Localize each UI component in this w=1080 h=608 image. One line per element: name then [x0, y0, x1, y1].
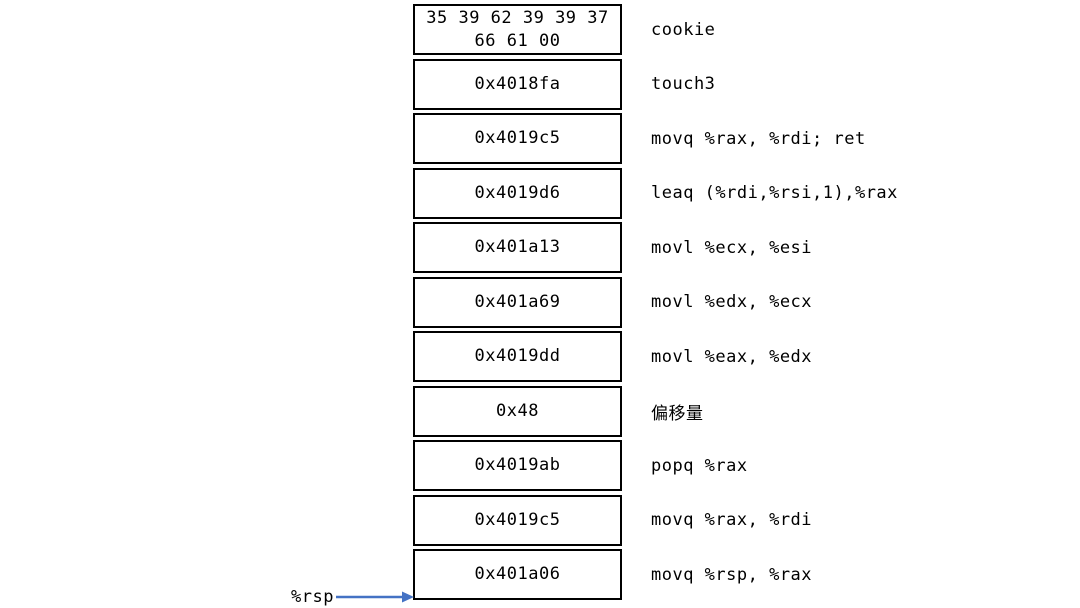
row-label: movl %ecx, %esi — [651, 237, 813, 258]
row-label: touch3 — [651, 74, 716, 94]
stack-cell-value: 0x4019d6 — [474, 182, 561, 203]
rsp-arrow-icon — [335, 591, 414, 603]
row-label: movq %rax, %rdi — [651, 510, 813, 530]
stack-cell: 0x401a06 — [413, 549, 622, 600]
stack-row: 0x4019dd movl %eax, %edx — [413, 331, 898, 382]
stack-cell-value: 0x401a06 — [474, 564, 561, 585]
row-label: 偏移量 — [651, 403, 704, 424]
stack-row: 0x4019ab popq %rax — [413, 440, 898, 491]
stack-row: 0x4018fa touch3 — [413, 58, 898, 110]
stack-row: 0x4019c5 movq %rax, %rdi — [413, 494, 898, 546]
stack-cell: 0x4019d6 — [413, 167, 622, 219]
stack-cell: 0x4019dd — [413, 331, 622, 382]
stack-row: 0x401a13 movl %ecx, %esi — [413, 222, 898, 273]
row-label: cookie — [651, 19, 716, 40]
row-label: movq %rax, %rdi; ret — [651, 128, 866, 149]
stack-cell: 0x4019ab — [413, 440, 622, 491]
row-label: leaq (%rdi,%rsi,1),%rax — [651, 183, 898, 203]
stack-cell-value: 0x401a69 — [474, 291, 561, 312]
stack-row: 0x4019d6 leaq (%rdi,%rsi,1),%rax — [413, 167, 898, 219]
stack-cell: 0x401a13 — [413, 222, 622, 273]
stack-cell: 0x4018fa — [413, 58, 622, 110]
stack-cell-value: 35 39 62 39 39 37 66 61 00 — [426, 7, 609, 51]
stack-cell-value: 0x4019c5 — [474, 128, 561, 149]
stack-row: 0x401a69 movl %edx, %ecx — [413, 276, 898, 328]
row-label: movl %eax, %edx — [651, 346, 813, 367]
stack-cell: 0x4019c5 — [413, 494, 622, 546]
row-label: popq %rax — [651, 455, 748, 476]
rsp-pointer: %rsp — [291, 585, 414, 608]
stack-row: 35 39 62 39 39 37 66 61 00 cookie — [413, 4, 898, 55]
stack-cell-value: 0x4019ab — [474, 455, 561, 476]
row-label: movq %rsp, %rax — [651, 564, 813, 585]
stack-cell-value: 0x48 — [496, 400, 539, 421]
stack-cell-value: 0x4019dd — [474, 346, 561, 367]
row-label: movl %edx, %ecx — [651, 292, 813, 312]
rsp-register-label: %rsp — [291, 587, 334, 607]
stack-cell: 35 39 62 39 39 37 66 61 00 — [413, 4, 622, 55]
rsp-arrow-head — [401, 591, 414, 603]
stack-column: 35 39 62 39 39 37 66 61 00 cookie 0x4018… — [413, 4, 898, 604]
stack-row: 0x401a06 movq %rsp, %rax — [413, 549, 898, 600]
stack-cell: 0x4019c5 — [413, 113, 622, 164]
stack-cell: 0x48 — [413, 385, 622, 437]
stack-row: 0x4019c5 movq %rax, %rdi; ret — [413, 113, 898, 164]
stack-cell: 0x401a69 — [413, 276, 622, 328]
stack-cell-value: 0x4018fa — [474, 73, 561, 94]
stack-cell-value: 0x4019c5 — [474, 509, 561, 530]
stack-row: 0x48 偏移量 — [413, 385, 898, 437]
stack-cell-value: 0x401a13 — [474, 237, 561, 258]
